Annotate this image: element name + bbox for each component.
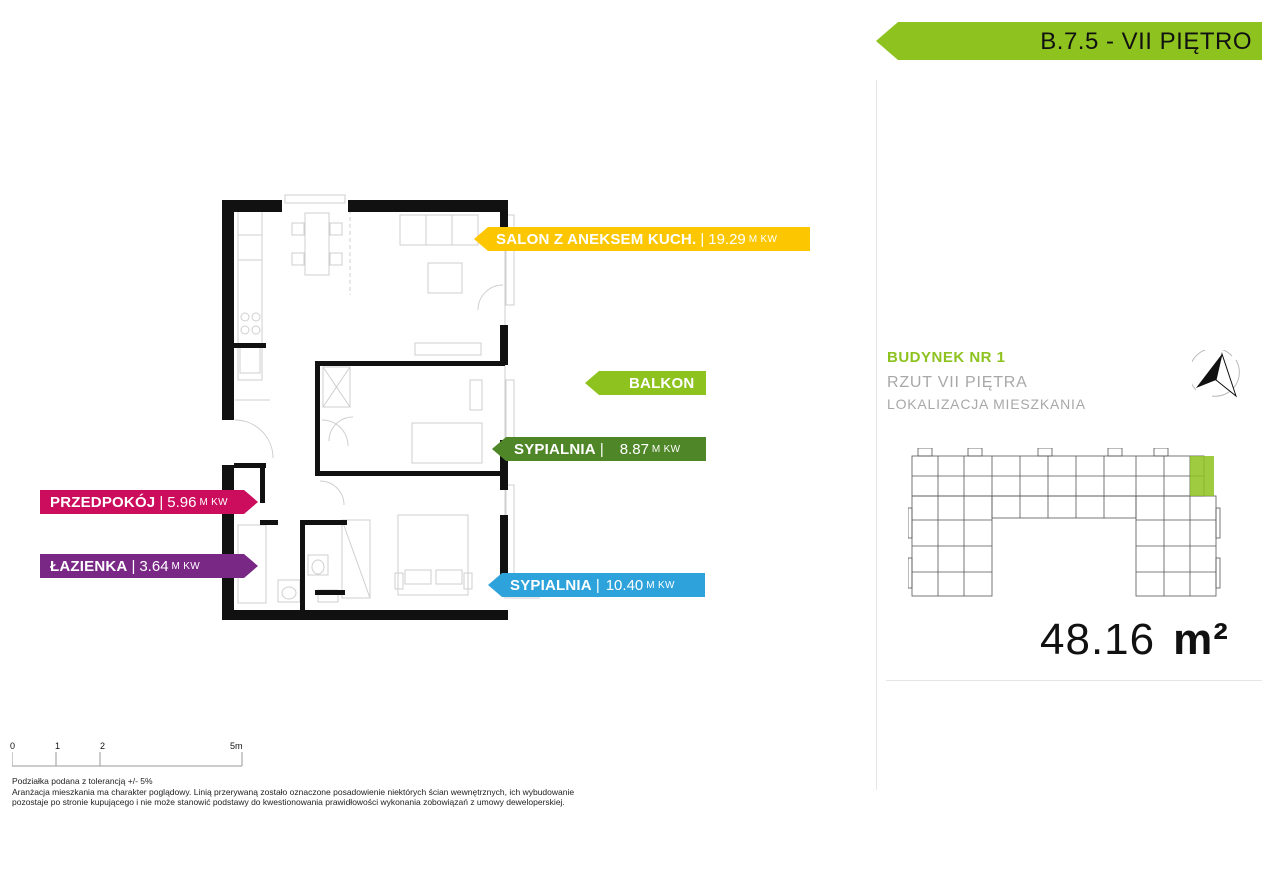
- apartment-highlight: [1190, 456, 1214, 496]
- label-lazienka-area: 3.64: [139, 557, 169, 575]
- building-key-plan: [908, 448, 1221, 597]
- north-arrow-icon: [1192, 350, 1240, 398]
- label-przedpokoj: PRZEDPOKÓJ | 5.96 M KW: [40, 490, 258, 514]
- label-sypialnia-2-name: SYPIALNIA: [510, 576, 592, 594]
- floor-title: RZUT VII PIĘTRA: [887, 374, 1028, 391]
- note-tolerance: Podziałka podana z tolerancją +/- 5%: [12, 776, 153, 786]
- label-sypialnia-2-area: 10.40: [605, 576, 644, 594]
- label-przedpokoj-name: PRZEDPOKÓJ: [50, 493, 156, 511]
- scale-tick-5m: 5m: [230, 741, 243, 751]
- label-sypialnia-2: SYPIALNIA | 10.40 M KW: [488, 573, 705, 597]
- label-salon-unit: M KW: [748, 233, 778, 245]
- label-separator: |: [700, 230, 705, 248]
- floor-plan: [222, 194, 540, 620]
- label-salon-name: SALON Z ANEKSEM KUCH.: [496, 230, 697, 248]
- label-separator: |: [595, 576, 600, 594]
- label-lazienka: ŁAZIENKA | 3.64 M KW: [40, 554, 258, 578]
- scale-tick-0: 0: [10, 741, 16, 751]
- label-sypialnia-1-unit: M KW: [651, 443, 681, 455]
- unit-code: B.7.5 - VII PIĘTRO: [1040, 28, 1252, 55]
- label-przedpokoj-unit: M KW: [199, 496, 228, 508]
- scale-tick-2: 2: [100, 741, 106, 751]
- label-balkon-name: BALKON: [629, 374, 695, 392]
- panel-divider: [876, 80, 877, 790]
- building-title: BUDYNEK NR 1: [887, 349, 1006, 366]
- location-label: LOKALIZACJA MIESZKANIA: [887, 396, 1086, 412]
- label-sypialnia-2-unit: M KW: [646, 579, 675, 591]
- label-salon-area: 19.29: [708, 230, 746, 248]
- area-underline: [886, 680, 1262, 681]
- disclaimer: Podziałka podana z tolerancją +/- 5% Ara…: [12, 776, 652, 808]
- balcony-outline: [504, 242, 540, 599]
- label-sypialnia-1-area: 8.87: [619, 440, 649, 458]
- label-separator: |: [131, 557, 136, 575]
- scale-bar: [12, 752, 243, 767]
- label-separator: |: [159, 493, 164, 511]
- label-sypialnia-1-name: SYPIALNIA: [514, 440, 596, 458]
- label-balkon: BALKON: [585, 371, 706, 395]
- total-area-value: 48.16: [1040, 615, 1156, 664]
- scale-tick-1: 1: [55, 741, 61, 751]
- note-line-3: pozostaje po stronie kupującego i nie mo…: [12, 797, 565, 807]
- label-lazienka-name: ŁAZIENKA: [50, 557, 128, 575]
- unit-code-tag: B.7.5 - VII PIĘTRO: [876, 22, 1262, 60]
- total-area-unit: m²: [1173, 615, 1229, 664]
- label-sypialnia-1: SYPIALNIA | 8.87 M KW: [492, 437, 706, 461]
- total-area: 48.16 m²: [1040, 615, 1229, 665]
- label-separator: |: [599, 440, 604, 458]
- label-przedpokoj-area: 5.96: [167, 493, 197, 511]
- note-line-2: Aranżacja mieszkania ma charakter pogląd…: [12, 786, 575, 797]
- label-salon: SALON Z ANEKSEM KUCH. | 19.29 M KW: [474, 227, 810, 251]
- label-lazienka-unit: M KW: [171, 560, 200, 572]
